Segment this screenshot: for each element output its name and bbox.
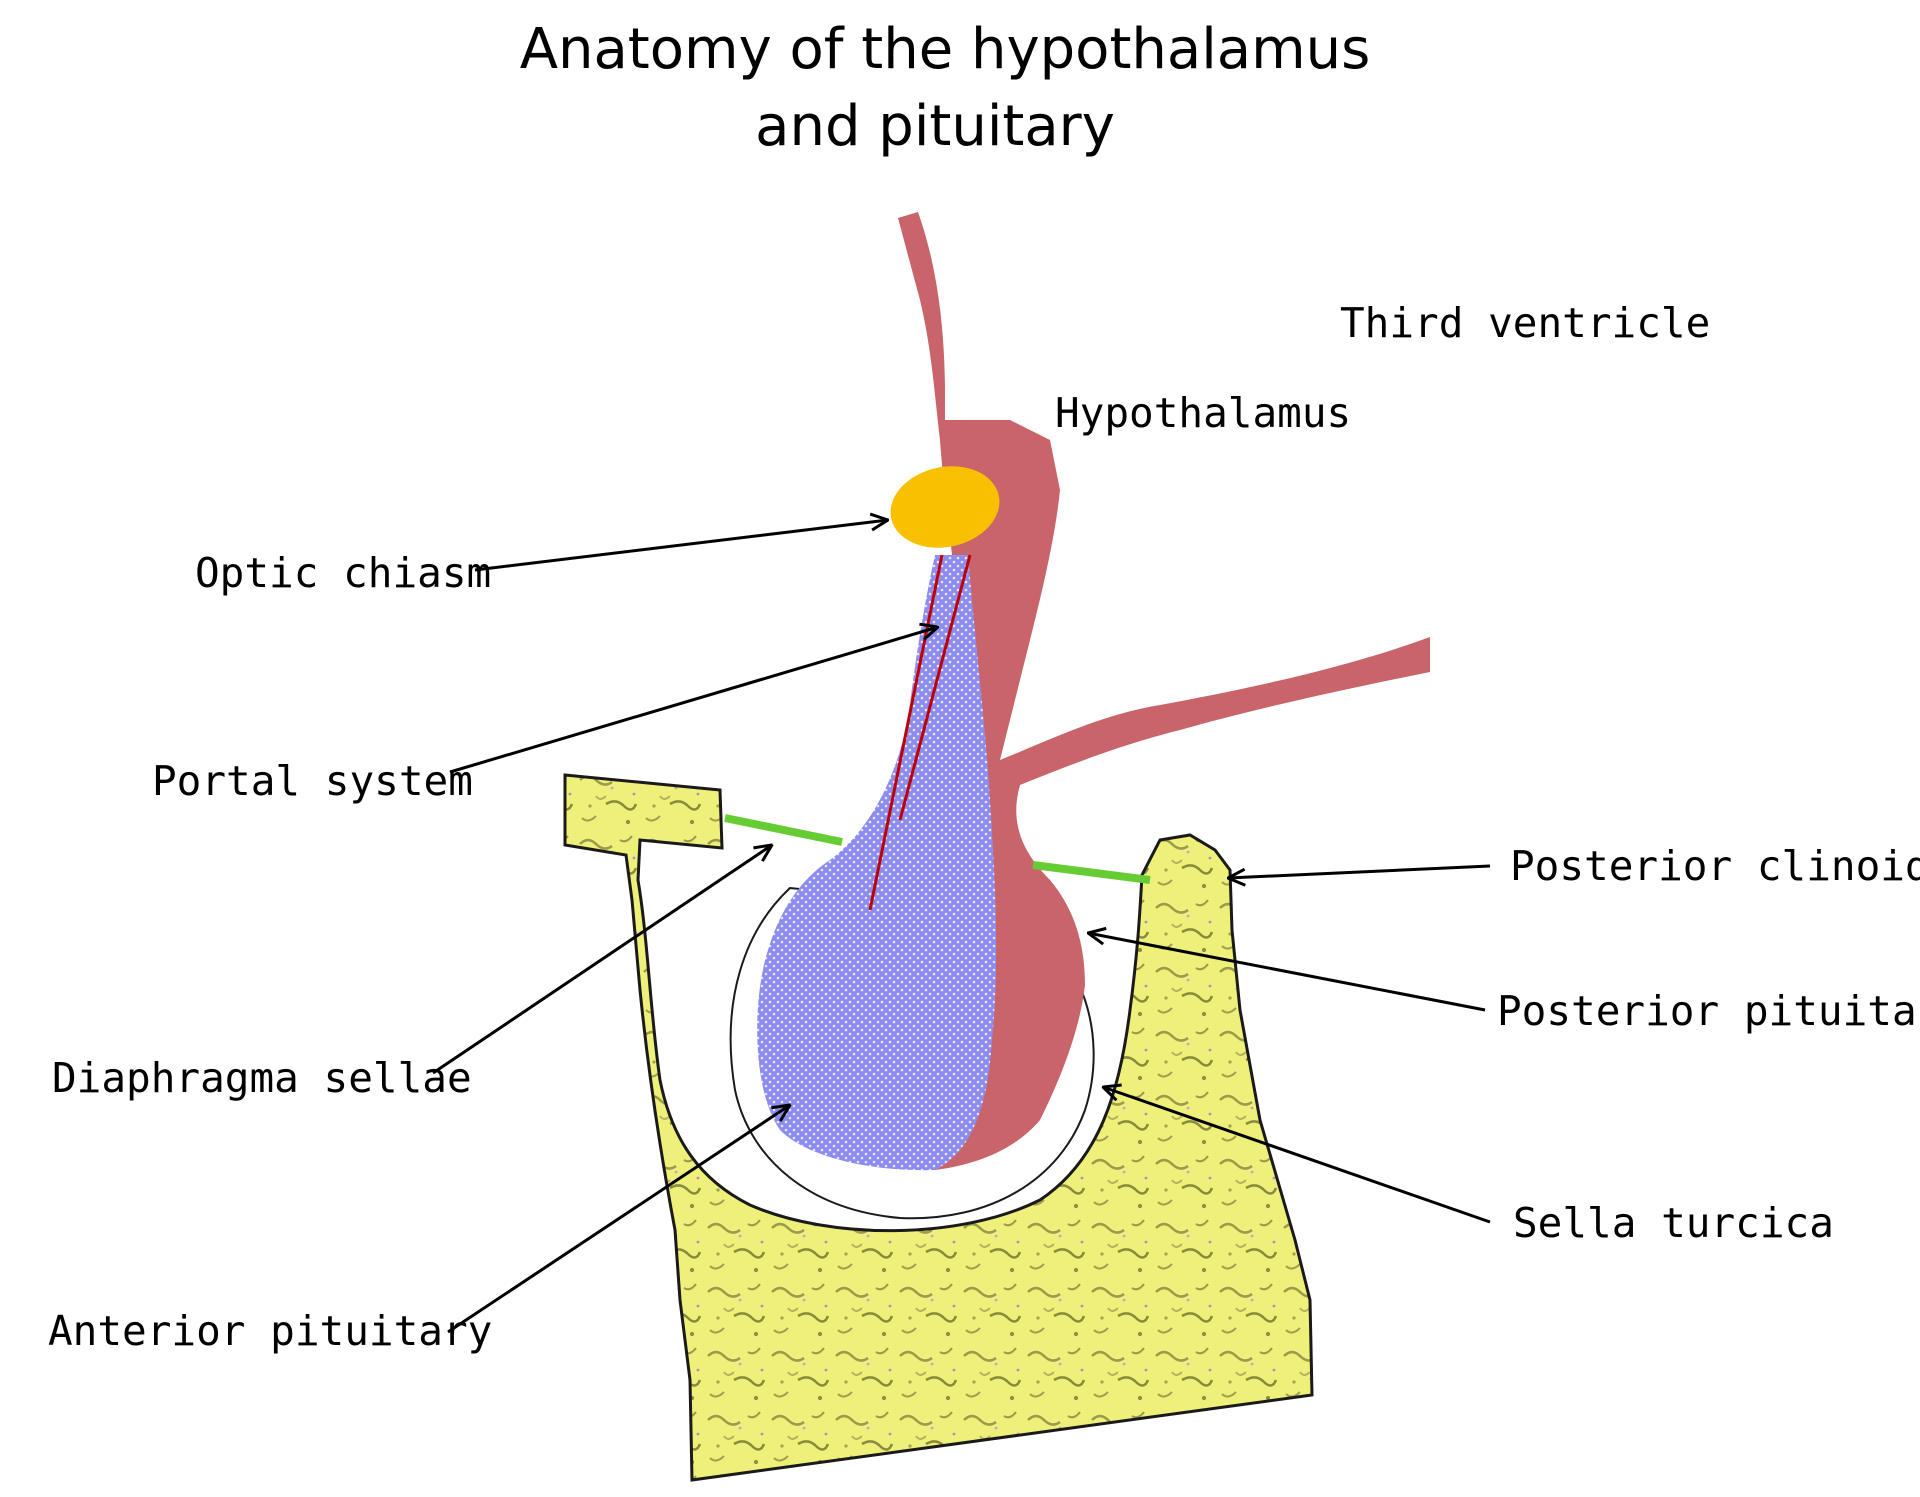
sella-turcica-bone — [563, 773, 1314, 1482]
title-line-2: and pituitary — [755, 94, 1115, 159]
label-posterior-clinoid: Posterior clinoid — [1510, 842, 1920, 890]
portal-vessel-1 — [868, 554, 944, 911]
portal-vessel-2 — [898, 554, 972, 821]
diaphragma-sellae-right — [1032, 861, 1151, 884]
label-posterior-pituitary: Posterior pituitary — [1497, 987, 1920, 1035]
diaphragma-sellae-left — [724, 814, 843, 846]
leader-posterior-pituitary — [1088, 933, 1486, 1012]
label-hypothalamus: Hypothalamus — [1055, 389, 1351, 437]
leader-diaphragma-sellae — [432, 845, 772, 1075]
label-anterior-pituitary: Anterior pituitary — [48, 1307, 492, 1355]
hypothalamus-stalk — [898, 212, 1430, 1170]
label-sella-turcica: Sella turcica — [1513, 1199, 1834, 1247]
leader-optic-chiasm — [474, 520, 888, 572]
leader-portal-system — [449, 627, 938, 774]
leader-sella-turcica — [1103, 1087, 1491, 1224]
leader-posterior-clinoid — [1228, 864, 1491, 878]
leader-anterior-pituitary — [447, 1105, 790, 1334]
anterior-pituitary — [757, 555, 997, 1171]
label-portal-system: Portal system — [152, 757, 473, 805]
label-third-ventricle: Third ventricle — [1340, 299, 1710, 347]
label-optic-chiasm: Optic chiasm — [195, 549, 491, 597]
optic-chiasm — [890, 466, 1000, 548]
label-diaphragma-sellae: Diaphragma sellae — [52, 1054, 472, 1102]
title-line-1: Anatomy of the hypothalamus — [520, 17, 1371, 82]
